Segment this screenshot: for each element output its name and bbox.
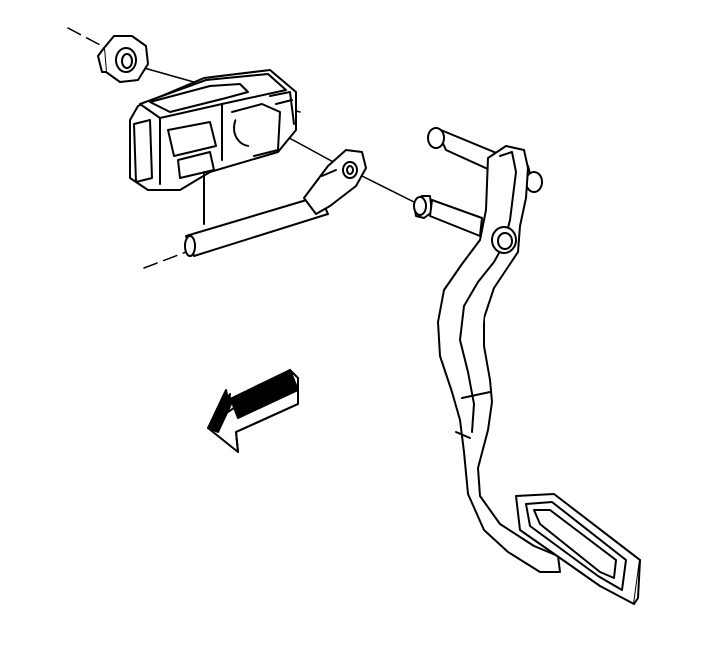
nut-icon [97, 35, 149, 83]
sensor-icon [129, 69, 297, 225]
arrow-icon [207, 369, 299, 453]
pin-icon [413, 195, 483, 237]
pedal-icon [427, 127, 641, 605]
lever-icon [184, 149, 367, 257]
